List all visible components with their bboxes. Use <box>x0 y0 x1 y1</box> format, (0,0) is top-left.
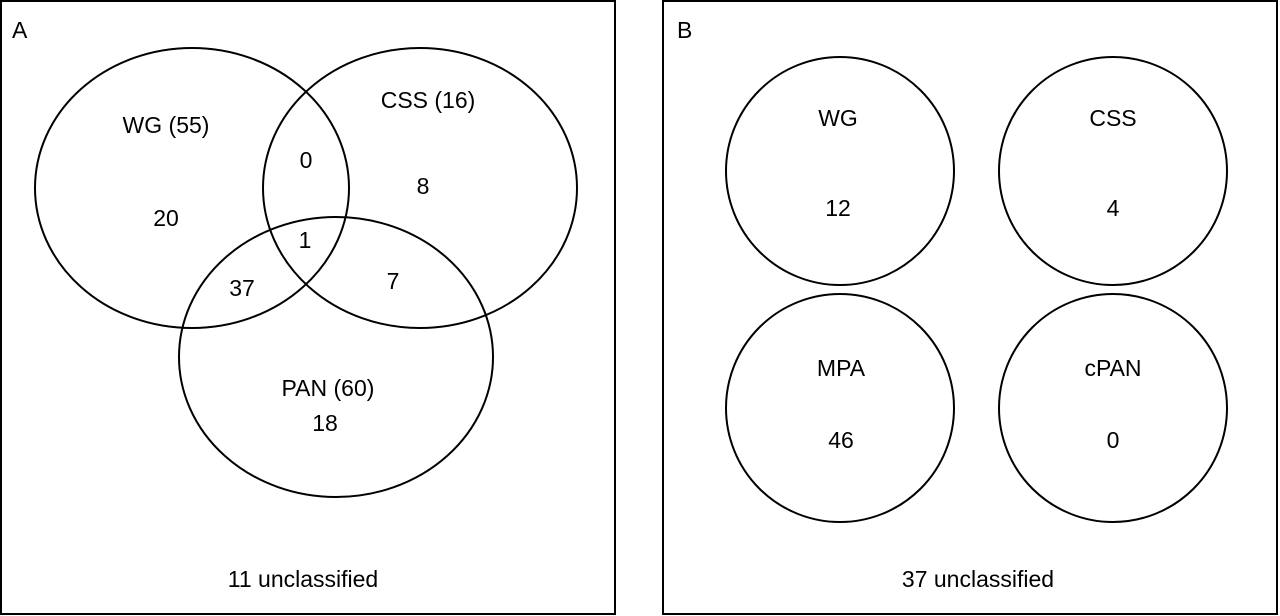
panel-a-unclassified: 11 unclassified <box>228 566 378 592</box>
css-set-label: CSS (16) <box>381 87 476 113</box>
region-wg-css-pan: 1 <box>299 227 312 253</box>
css-set-circle <box>262 47 578 329</box>
region-css-pan: 7 <box>387 268 400 294</box>
css-group-circle <box>998 56 1228 286</box>
cpan-group-label: cPAN <box>1084 355 1141 381</box>
mpa-group-label: MPA <box>817 355 866 381</box>
region-css-only: 8 <box>417 173 430 199</box>
pan-set-circle <box>178 216 494 498</box>
cpan-group-circle <box>998 293 1228 523</box>
wg-group-circle <box>725 56 955 286</box>
region-wg-css: 0 <box>300 147 313 173</box>
panel-b-frame <box>662 0 1278 615</box>
mpa-group-circle <box>725 293 955 523</box>
wg-set-label: WG (55) <box>123 112 210 138</box>
panel-b-unclassified: 37 unclassified <box>902 566 1054 592</box>
css-group-count: 4 <box>1107 195 1120 221</box>
panel-b-letter: B <box>677 17 692 43</box>
wg-group-count: 12 <box>825 195 851 221</box>
region-wg-pan: 37 <box>229 275 255 301</box>
region-pan-only: 18 <box>312 410 338 436</box>
wg-set-circle <box>34 47 350 329</box>
panel-a: A WG (55) CSS (16) PAN (60) 20 0 8 1 37 … <box>0 0 616 615</box>
wg-group-label: WG <box>818 105 858 131</box>
css-group-label: CSS <box>1089 105 1136 131</box>
mpa-group-count: 46 <box>828 427 854 453</box>
cpan-group-count: 0 <box>1107 427 1120 453</box>
region-wg-only: 20 <box>153 205 179 231</box>
panel-a-letter: A <box>12 17 28 43</box>
panel-a-frame <box>0 0 616 615</box>
panel-b: B WG 12 CSS 4 MPA 46 cPAN 0 37 unclassif… <box>662 0 1278 615</box>
pan-set-label: PAN (60) <box>282 375 375 401</box>
